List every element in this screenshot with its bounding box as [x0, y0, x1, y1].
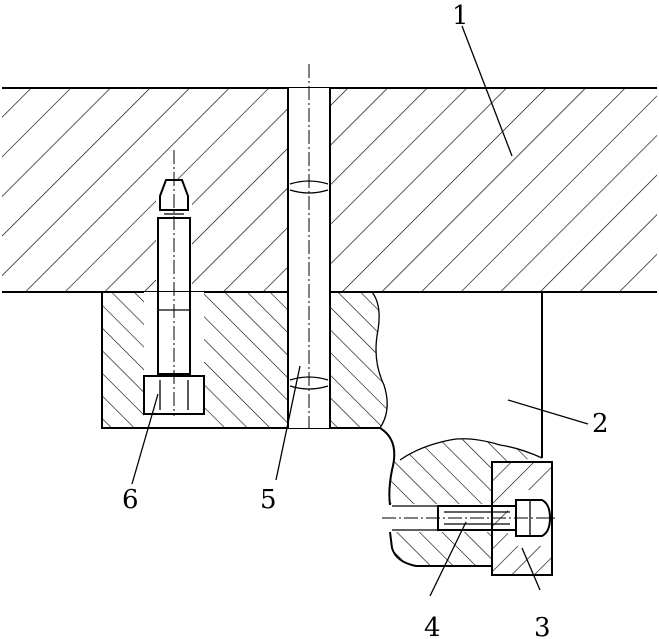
screw-6 — [143, 150, 205, 416]
callout-6: 6 — [122, 485, 139, 515]
callout-3: 3 — [534, 613, 551, 639]
callout-4: 4 — [424, 613, 441, 639]
callout-5: 5 — [260, 485, 277, 515]
screw-4 — [382, 499, 558, 537]
callout-1: 1 — [452, 1, 469, 31]
dowel-pin-5 — [287, 64, 331, 428]
leader-lines — [131, 25, 589, 597]
callout-2: 2 — [592, 409, 609, 439]
